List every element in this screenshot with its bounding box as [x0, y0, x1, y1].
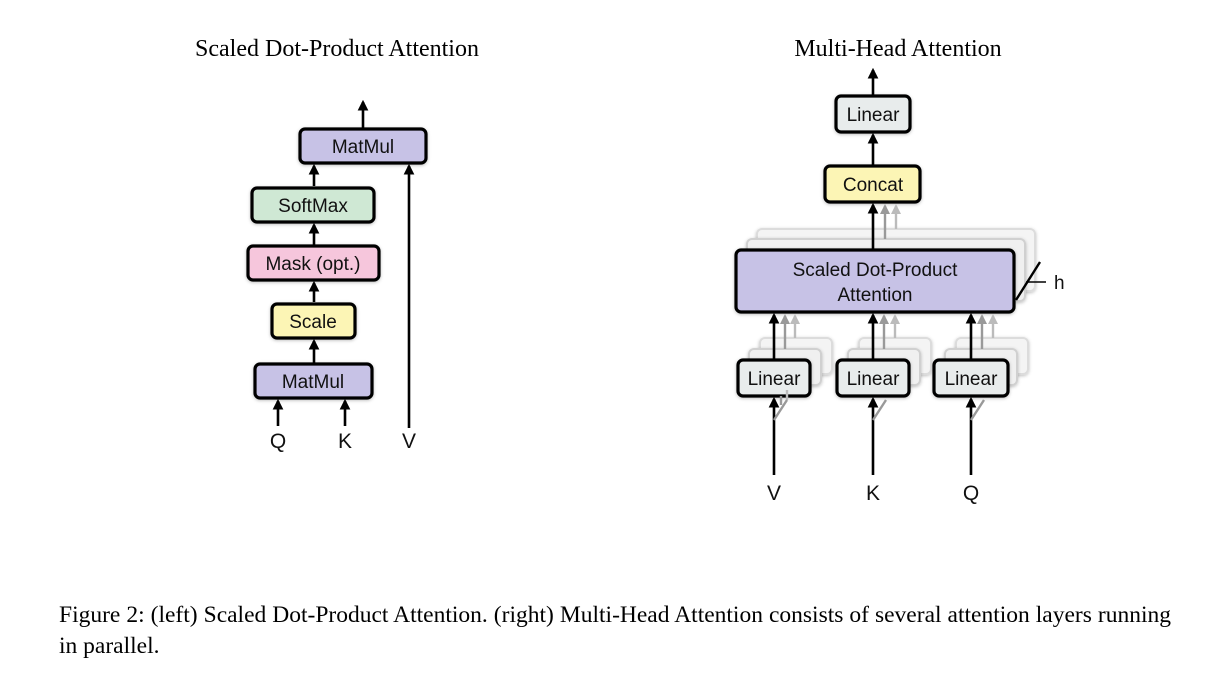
linear-q-box	[932, 358, 1010, 398]
figure-caption: Figure 2: (left) Scaled Dot-Product Atte…	[59, 602, 1171, 659]
linear-v-box	[736, 358, 812, 398]
matmul-bottom-box	[253, 362, 374, 400]
right-input-v: V	[767, 482, 781, 505]
linear-q-label: Linear	[945, 369, 998, 390]
right-diagram-title: Multi-Head Attention	[794, 36, 1001, 62]
concat-box	[823, 164, 922, 204]
matmul-bottom-label: MatMul	[282, 372, 344, 393]
linear-out-label: Linear	[847, 105, 900, 126]
scale-label: Scale	[289, 312, 337, 333]
sdpa-box	[734, 248, 1016, 314]
softmax-box	[250, 186, 376, 224]
scale-box	[270, 302, 357, 340]
linear-k-box	[835, 358, 911, 398]
sdpa-label-line1: Scaled Dot-Product	[793, 260, 958, 281]
linear-out-box	[834, 94, 912, 134]
linear-v-label: Linear	[748, 369, 801, 390]
linear-group-v: Linear	[736, 312, 833, 475]
right-input-q: Q	[963, 482, 979, 505]
linear-group-q: Linear	[932, 312, 1029, 475]
right-input-k: K	[866, 482, 880, 505]
mask-box	[246, 244, 381, 282]
left-input-q: Q	[270, 430, 286, 453]
matmul-top-box	[298, 127, 428, 165]
linear-k-label: Linear	[847, 369, 900, 390]
figure: Scaled Dot-Product Attention MatMul Soft…	[195, 36, 1065, 505]
softmax-label: SoftMax	[278, 196, 348, 217]
left-input-v: V	[402, 430, 416, 453]
left-input-k: K	[338, 430, 352, 453]
linear-group-k: Linear	[835, 312, 932, 475]
left-diagram-title: Scaled Dot-Product Attention	[195, 36, 479, 62]
mask-label: Mask (opt.)	[265, 254, 360, 275]
sdpa-label-line2: Attention	[838, 285, 913, 306]
concat-label: Concat	[843, 175, 904, 196]
matmul-top-label: MatMul	[332, 137, 394, 158]
heads-label: h	[1054, 273, 1065, 294]
heads-bracket	[1014, 261, 1042, 301]
